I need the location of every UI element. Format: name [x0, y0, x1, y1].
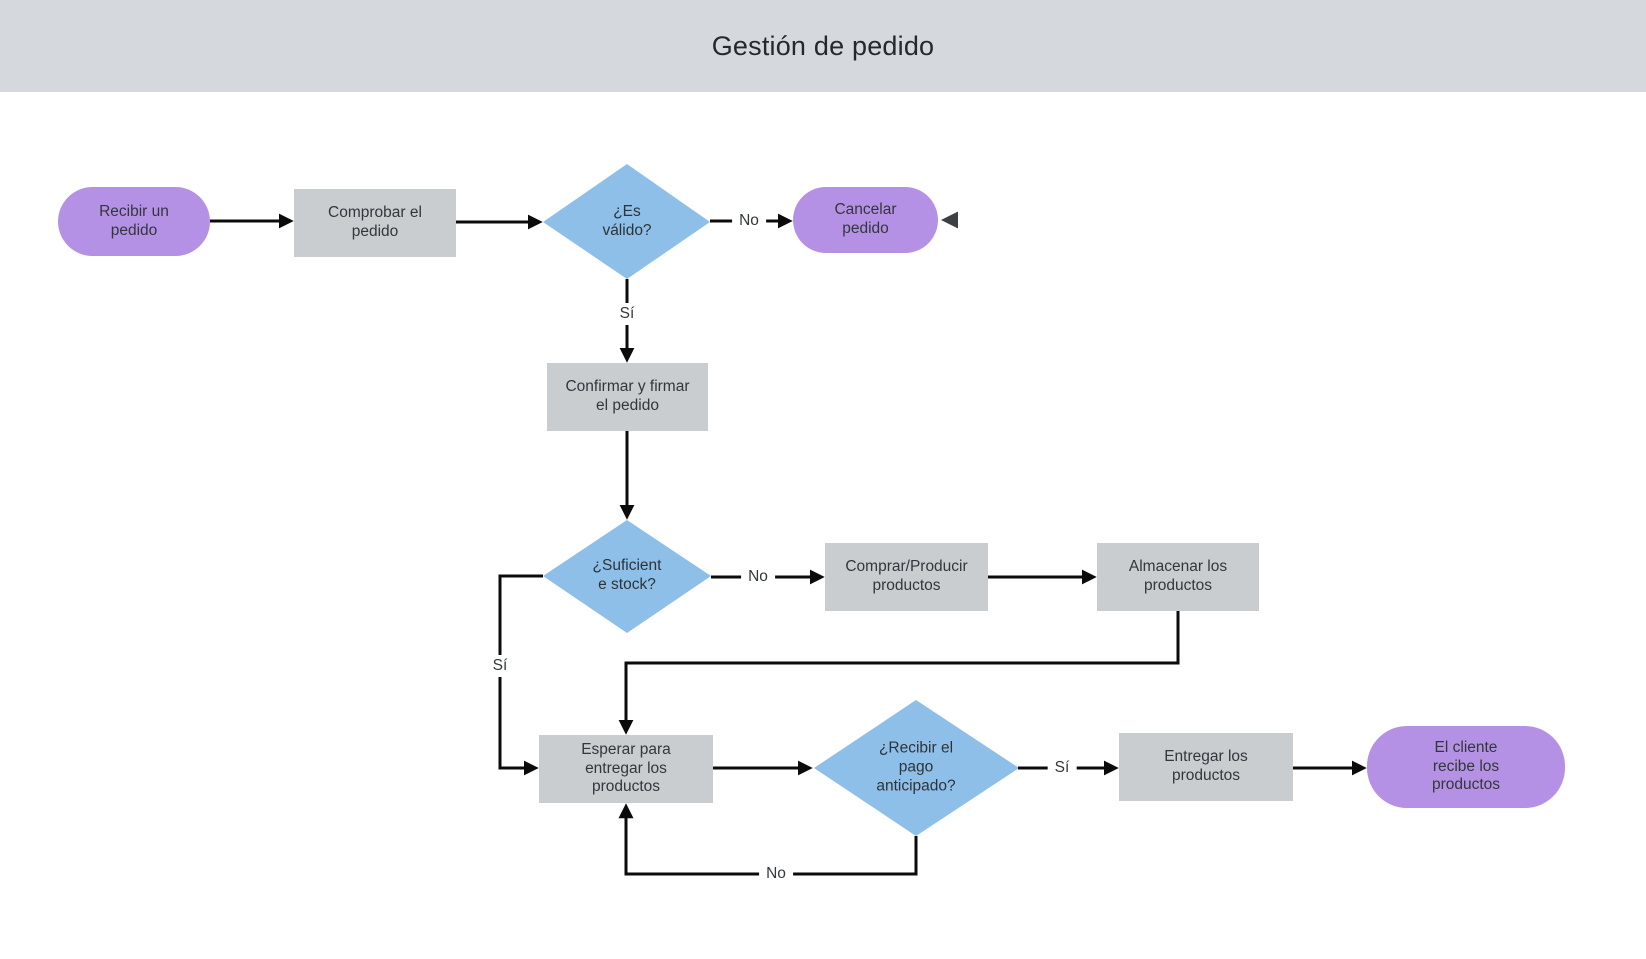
decision-recibir-pago-shape — [814, 700, 1019, 836]
edge-label-es-valido-si: Sí — [612, 303, 642, 325]
decision-suficiente-stock-shape — [543, 520, 711, 633]
edge-label-es-valido-no: No — [732, 210, 766, 232]
node-cancelar-pedido-label: Cancelar pedido — [834, 201, 897, 237]
decision-es-valido-shape — [543, 164, 710, 279]
node-recibir-un-pedido-label: Recibir un pedido — [99, 202, 169, 239]
node-cancelar-pedido: Cancelar pedido — [793, 187, 938, 253]
edge-label-stock-si: Sí — [485, 655, 515, 677]
edge-label-stock-no: No — [741, 566, 775, 588]
node-comprar-producir: Comprar/Producir productos — [825, 543, 988, 611]
edge-almacenar-to-esperar — [618, 611, 1180, 735]
node-entregar-productos-label: Entregar los productos — [1164, 748, 1248, 784]
node-comprar-producir-label: Comprar/Producir productos — [845, 558, 968, 594]
node-esperar-entregar-label: Esperar para entregar los productos — [581, 740, 671, 796]
edge-label-pago-no: No — [759, 863, 793, 885]
node-confirmar-y-firmar-label: Confirmar y firmar el pedido — [565, 378, 690, 414]
node-esperar-entregar: Esperar para entregar los productos — [539, 735, 713, 803]
node-almacenar-productos-label: Almacenar los productos — [1128, 558, 1228, 594]
node-cliente-recibe: El cliente recibe los productos — [1367, 726, 1565, 808]
node-comprobar-el-pedido: Comprobar el pedido — [294, 189, 456, 257]
node-confirmar-y-firmar: Confirmar y firmar el pedido — [547, 363, 708, 431]
node-comprobar-el-pedido-label: Comprobar el pedido — [328, 204, 422, 240]
loose-arrowhead-icon — [941, 211, 958, 229]
node-entregar-productos: Entregar los productos — [1119, 733, 1293, 801]
diagram-header: Gestión de pedido — [0, 0, 1646, 92]
node-cliente-recibe-label: El cliente recibe los productos — [1431, 738, 1501, 794]
edge-label-pago-si: Sí — [1047, 757, 1077, 779]
diagram-title: Gestión de pedido — [711, 30, 935, 61]
node-recibir-un-pedido: Recibir un pedido — [58, 187, 210, 256]
node-almacenar-productos: Almacenar los productos — [1097, 543, 1259, 611]
